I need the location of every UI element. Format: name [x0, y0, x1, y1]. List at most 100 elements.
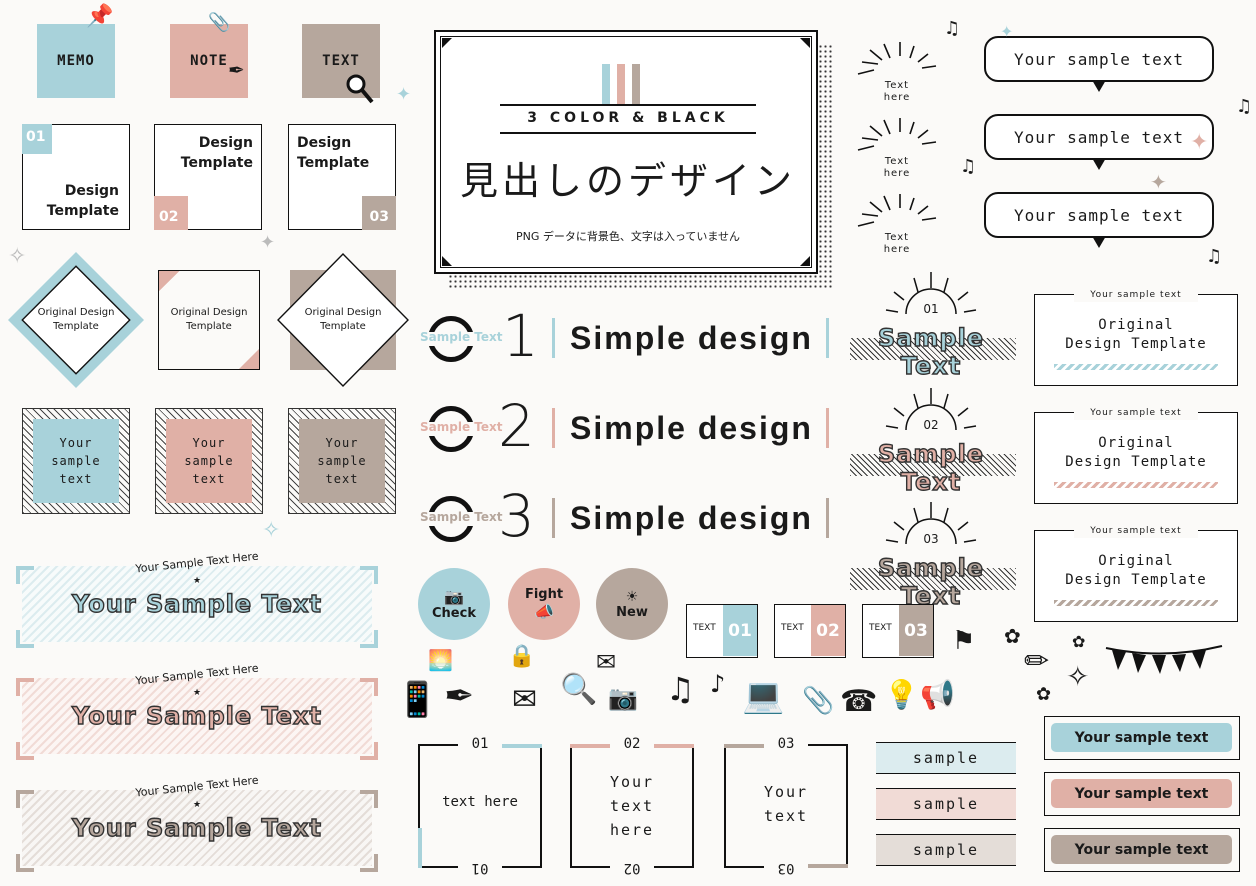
- sun-sample-text: Sample Text: [877, 553, 985, 610]
- numbered-label: Sample Text: [420, 330, 503, 344]
- sun-badge-2: 02 Sample Text: [846, 386, 1016, 497]
- burst-line2: here: [883, 168, 911, 179]
- card-number: 03: [369, 209, 389, 225]
- orig-frame-line2: Design Template: [1065, 454, 1207, 470]
- music-note-icon: ♫: [944, 18, 961, 39]
- pill-brown: Your sample text: [1044, 828, 1240, 872]
- sample-tag-blue: sample: [876, 742, 1016, 774]
- card-line2: Template: [297, 155, 370, 171]
- mail-icon: ✉: [596, 648, 617, 676]
- original-line1: Original Design: [170, 307, 248, 318]
- numbered-text: Simple design: [570, 500, 813, 536]
- new-circle: ☀ New: [596, 568, 668, 640]
- hero-subtitle: 3 COLOR & BLACK: [527, 110, 729, 126]
- star-icon: ★: [192, 688, 202, 698]
- sparkle-icon: ✦: [1190, 130, 1209, 155]
- burst-line1: Text: [884, 156, 910, 167]
- sun-badge-1: 01 Sample Text: [846, 270, 1016, 381]
- numbered-text: Simple design: [570, 320, 813, 356]
- paperclip-icon: 📎: [802, 686, 835, 716]
- sun-number: 03: [923, 532, 939, 546]
- sparkle-icon: ✧: [8, 244, 27, 269]
- orig-frame-line1: Original: [1098, 435, 1174, 451]
- sample-line2: sample: [184, 454, 234, 468]
- envelope-open-icon: ✉: [512, 682, 538, 717]
- pill-text: Your sample text: [1051, 779, 1232, 808]
- card-line2: Template: [46, 203, 119, 219]
- frame-line3: here: [609, 821, 655, 839]
- magnifier-icon: 🔍: [560, 672, 598, 707]
- note-card: NOTE: [170, 24, 248, 98]
- frame-text: text here: [442, 794, 518, 810]
- new-label: New: [616, 604, 648, 620]
- frame-number: 02: [623, 736, 641, 752]
- frame-line2: text: [609, 797, 655, 815]
- sample-frame-blue: Your sample text: [22, 408, 130, 514]
- ribbon-blue: Your Sample Text Here ★ Your Sample Text: [16, 550, 378, 648]
- pen-icon: ✒: [444, 676, 475, 717]
- burst-text-1: Text here: [852, 40, 942, 110]
- hero-box: 3 COLOR & BLACK 見出しのデザイン PNG データに背景色、文字は…: [434, 30, 834, 290]
- sample-tag-brown: sample: [876, 834, 1016, 866]
- frame-line1: Your: [763, 783, 809, 801]
- speech-bubble-3: Your sample text: [984, 192, 1216, 252]
- orig-frame-top-text: Your sample text: [1074, 288, 1198, 302]
- sample-tag-pink: sample: [876, 788, 1016, 820]
- burst-text-3: Text here: [852, 192, 942, 262]
- bunting-icon: [1105, 645, 1223, 674]
- original-line1: Original Design: [37, 307, 115, 318]
- frame-number-flipped: 02: [623, 860, 641, 876]
- text-card: TEXT: [302, 24, 380, 98]
- fight-circle: Fight 📣: [508, 568, 580, 640]
- ribbon-main-text: Your Sample Text: [71, 813, 322, 842]
- frame-number-flipped: 01: [471, 860, 489, 876]
- check-label: Check: [432, 606, 476, 621]
- book-number: 02: [811, 605, 845, 656]
- burst-line1: Text: [884, 232, 910, 243]
- numbered-row-3: Sample Text 3 Simple design: [418, 484, 840, 554]
- sun-icon: ☀: [625, 588, 639, 605]
- pushpin-icon: 📌: [86, 4, 114, 29]
- memo-card: MEMO: [37, 24, 115, 98]
- card-line1: Design: [297, 135, 352, 151]
- check-circle: 📷 Check: [418, 568, 490, 640]
- pen-icon: ✒: [228, 58, 245, 82]
- sun-badge-3: 03 Sample Text: [846, 500, 1016, 611]
- sample-line1: Your: [59, 436, 93, 450]
- orig-frame-line2: Design Template: [1065, 336, 1207, 352]
- orig-frame-line1: Original: [1098, 553, 1174, 569]
- book-03: TEXT 03: [862, 604, 934, 658]
- orig-frame-3: Your sample text Original Design Templat…: [1034, 522, 1238, 622]
- sample-line3: text: [192, 472, 226, 486]
- bottom-frame-03: 03 03 Your text: [724, 736, 848, 876]
- frame-line1: Your: [609, 773, 655, 791]
- sparkle-icon: ✦: [260, 232, 276, 253]
- ribbon-pink: Your Sample Text Here ★ Your Sample Text: [16, 662, 378, 760]
- bubble-text: Your sample text: [984, 114, 1214, 160]
- sun-number: 02: [923, 418, 939, 432]
- clover-icon: ✿: [1036, 684, 1052, 705]
- burst-line1: Text: [884, 80, 910, 91]
- numbered-row-1: Sample Text 1 Simple design: [418, 304, 840, 374]
- sample-line3: text: [59, 472, 93, 486]
- orig-frame-top-text: Your sample text: [1074, 524, 1198, 538]
- card-number: 01: [26, 129, 46, 145]
- original-line1: Original Design: [304, 307, 382, 318]
- clover-icon: ✿: [1004, 624, 1021, 648]
- original-line2: Template: [186, 321, 232, 332]
- bottom-frame-01: 01 01 text here: [418, 736, 542, 876]
- lightbulb-icon: 💡: [884, 678, 919, 711]
- book-label: TEXT: [693, 623, 716, 633]
- pencil-icon: ✏: [1024, 644, 1050, 679]
- bubble-text: Your sample text: [984, 36, 1214, 82]
- numbered-label: Sample Text: [420, 510, 503, 524]
- card-line1: Design: [64, 183, 119, 199]
- smartphone-icon: 📱: [396, 680, 439, 720]
- ribbon-brown: Your Sample Text Here ★ Your Sample Text: [16, 774, 378, 872]
- music-note-icon: ♫: [960, 156, 977, 177]
- music-note-icon: ♫: [1206, 246, 1223, 267]
- lock-icon: 🔒: [508, 644, 536, 669]
- hero-note: PNG データに背景色、文字は入っていません: [515, 230, 740, 243]
- paperclip-icon: 📎: [208, 12, 231, 33]
- design-template-card-03: 03 Design Template: [288, 124, 396, 230]
